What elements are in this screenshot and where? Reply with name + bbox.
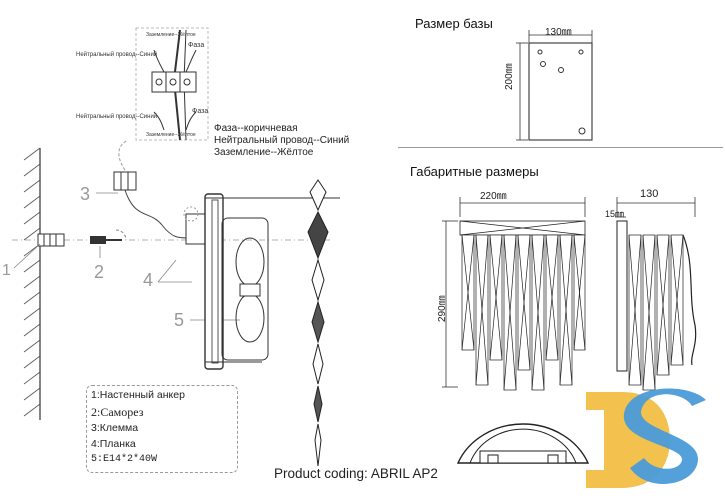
legend-item-bulb: 5:E14*2*40W (91, 454, 158, 465)
front-view-drawing (442, 197, 697, 391)
crystal-strands (461, 234, 586, 391)
legend-item-screw: 2:Саморез (91, 405, 144, 419)
dims-depth-label: 130 (640, 188, 659, 200)
legend-item-terminal: 3:Клемма (91, 422, 139, 434)
base-width-label: 130㎜ (545, 27, 572, 38)
wall-hatching (23, 147, 41, 420)
callout-5: 5 (174, 310, 185, 330)
wire-note-neutral: Нейтральный провод--Синий (214, 135, 350, 146)
base-height-label: 200㎜ (504, 63, 515, 90)
neutral-wire-label-top: Нейтральный провод--Синий (76, 52, 158, 58)
terminal-block (113, 139, 191, 239)
callout-3: 3 (80, 184, 91, 204)
parts-legend: 1:Настенный анкер 2:Саморез 3:Клемма 4:П… (86, 385, 238, 473)
wire-note-phase: Фаза--коричневая (214, 123, 298, 134)
legend-item-anchor: 1:Настенный анкер (91, 389, 185, 401)
wiring-detail (135, 27, 209, 141)
product-coding: Product coding: ABRIL AP2 (274, 466, 438, 481)
ds-logo (586, 388, 706, 488)
legend-item-plate: 4:Планка (91, 438, 136, 450)
canopy-bottom-view (456, 423, 590, 464)
callout-2: 2 (94, 262, 105, 282)
side-view-drawing (615, 197, 697, 391)
phase-label-top: Фаза (188, 42, 205, 49)
base-drawing (516, 30, 593, 141)
ground-label-bottom: Заземление--Жёлтое (146, 132, 196, 138)
dims-width-label: 220㎜ (480, 191, 507, 202)
installation-diagram (12, 27, 340, 467)
base-size-title: Размер базы (415, 16, 493, 31)
dims-offset-label: 15㎜ (605, 209, 625, 219)
phase-label-bottom: Фаза (192, 108, 209, 115)
wall-anchor (37, 233, 65, 247)
neutral-wire-label-bottom: Нейтральный провод--Синий (76, 114, 158, 120)
wire-color-notes: Фаза--коричневая Нейтральный провод--Син… (214, 123, 349, 159)
ground-label-top: Заземление--Жёлтое (146, 32, 196, 38)
section-divider (398, 147, 723, 148)
fixture-body (204, 193, 340, 370)
callout-1: 1 (2, 262, 11, 279)
screw (90, 229, 127, 244)
dimensions-title: Габаритные размеры (410, 164, 539, 179)
crystal-chain (307, 179, 329, 467)
dims-height-label: 290㎜ (437, 295, 448, 322)
wire-note-ground: Заземление--Жёлтое (214, 147, 314, 158)
callout-4: 4 (143, 270, 154, 290)
